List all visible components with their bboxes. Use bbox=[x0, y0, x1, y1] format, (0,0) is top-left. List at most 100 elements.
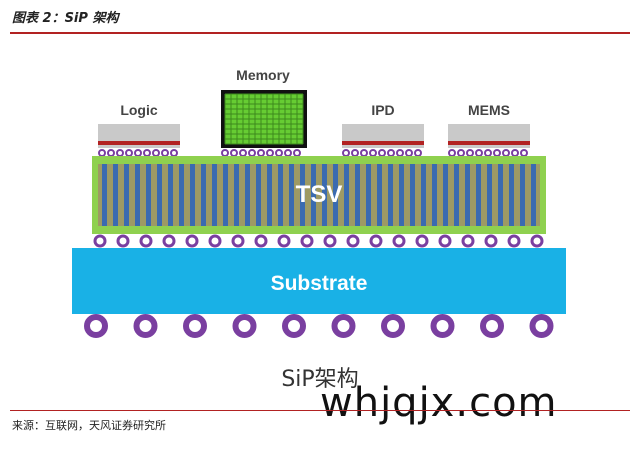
c4-bump bbox=[208, 234, 222, 248]
tsv-via bbox=[355, 164, 360, 226]
c4-bump bbox=[507, 234, 521, 248]
label-mems: MEMS bbox=[468, 102, 510, 118]
micro-bump bbox=[230, 149, 238, 157]
tsv-via bbox=[410, 164, 415, 226]
tsv-via bbox=[135, 164, 140, 226]
tsv-via bbox=[278, 164, 283, 226]
micro-bump bbox=[293, 149, 301, 157]
micro-bump bbox=[342, 149, 350, 157]
bga-ball bbox=[84, 314, 108, 338]
micro-bump bbox=[387, 149, 395, 157]
tsv-interposer bbox=[92, 156, 546, 234]
watermark-text: whjqjx.com bbox=[320, 380, 558, 426]
bga-ball bbox=[529, 314, 554, 338]
c4-bump bbox=[392, 234, 406, 248]
c4-bump bbox=[530, 234, 544, 248]
micro-bump bbox=[448, 149, 456, 157]
micro-bump bbox=[248, 149, 256, 157]
tsv-via bbox=[366, 164, 371, 226]
tsv-via bbox=[212, 164, 217, 226]
c4-bump bbox=[346, 234, 360, 248]
tsv-via bbox=[344, 164, 349, 226]
c4-bump bbox=[185, 234, 199, 248]
tsv-via bbox=[256, 164, 261, 226]
bga-ball bbox=[480, 314, 504, 338]
tsv-via bbox=[465, 164, 470, 226]
bga-ball bbox=[183, 314, 207, 338]
tsv-via bbox=[487, 164, 492, 226]
tsv-via bbox=[157, 164, 162, 226]
bga-ball bbox=[133, 314, 158, 338]
tsv-via bbox=[509, 164, 514, 226]
micro-bump bbox=[369, 149, 377, 157]
tsv-via bbox=[289, 164, 294, 226]
c4-bump bbox=[438, 234, 452, 248]
memory-chip bbox=[221, 90, 307, 148]
tsv-via bbox=[179, 164, 184, 226]
c4-bump bbox=[369, 234, 383, 248]
tsv-via bbox=[377, 164, 382, 226]
micro-bump bbox=[239, 149, 247, 157]
tsv-via bbox=[443, 164, 448, 226]
tsv-via bbox=[520, 164, 525, 226]
bga-ball bbox=[381, 314, 405, 338]
tsv-via bbox=[168, 164, 173, 226]
tsv-via bbox=[113, 164, 118, 226]
tsv-via bbox=[322, 164, 327, 226]
micro-bump bbox=[161, 149, 169, 157]
tsv-via bbox=[454, 164, 459, 226]
bga-ball bbox=[331, 314, 356, 338]
micro-bump bbox=[275, 149, 283, 157]
c4-bump bbox=[415, 234, 429, 248]
ipd-chip bbox=[342, 124, 424, 148]
label-tsv: TSV bbox=[296, 181, 343, 208]
c4-bump bbox=[323, 234, 337, 248]
c4-bump bbox=[162, 234, 176, 248]
tsv-via bbox=[234, 164, 239, 226]
micro-bumps bbox=[98, 149, 528, 157]
label-memory: Memory bbox=[236, 67, 290, 83]
tsv-via bbox=[201, 164, 206, 226]
c4-bump bbox=[300, 234, 314, 248]
bga-ball bbox=[430, 314, 455, 338]
micro-bump bbox=[511, 149, 519, 157]
c4-bumps bbox=[93, 234, 544, 248]
c4-bump bbox=[231, 234, 245, 248]
tsv-via bbox=[388, 164, 393, 226]
micro-bump bbox=[107, 149, 115, 157]
top-divider bbox=[10, 32, 630, 34]
tsv-via bbox=[399, 164, 404, 226]
tsv-via bbox=[124, 164, 129, 226]
micro-bump bbox=[360, 149, 368, 157]
micro-bump bbox=[351, 149, 359, 157]
tsv-via bbox=[146, 164, 151, 226]
bga-ball bbox=[282, 314, 306, 338]
c4-bump bbox=[254, 234, 268, 248]
mems-chip bbox=[448, 124, 530, 148]
micro-bump bbox=[170, 149, 178, 157]
micro-bump bbox=[396, 149, 404, 157]
substrate bbox=[72, 248, 566, 314]
bottom-divider bbox=[10, 410, 630, 411]
c4-bump bbox=[277, 234, 291, 248]
micro-bump bbox=[484, 149, 492, 157]
tsv-via bbox=[267, 164, 272, 226]
tsv-via bbox=[223, 164, 228, 226]
tsv-via bbox=[311, 164, 316, 226]
micro-bump bbox=[266, 149, 274, 157]
micro-bump bbox=[143, 149, 151, 157]
micro-bump bbox=[414, 149, 422, 157]
micro-bump bbox=[152, 149, 160, 157]
tsv-via bbox=[432, 164, 437, 226]
micro-bump bbox=[466, 149, 474, 157]
micro-bump bbox=[502, 149, 510, 157]
tsv-via bbox=[498, 164, 503, 226]
bga-balls bbox=[84, 314, 554, 338]
micro-bump bbox=[125, 149, 133, 157]
c4-bump bbox=[93, 234, 107, 248]
label-substrate: Substrate bbox=[271, 272, 368, 295]
micro-bump bbox=[257, 149, 265, 157]
micro-bump bbox=[284, 149, 292, 157]
label-logic: Logic bbox=[120, 102, 158, 118]
